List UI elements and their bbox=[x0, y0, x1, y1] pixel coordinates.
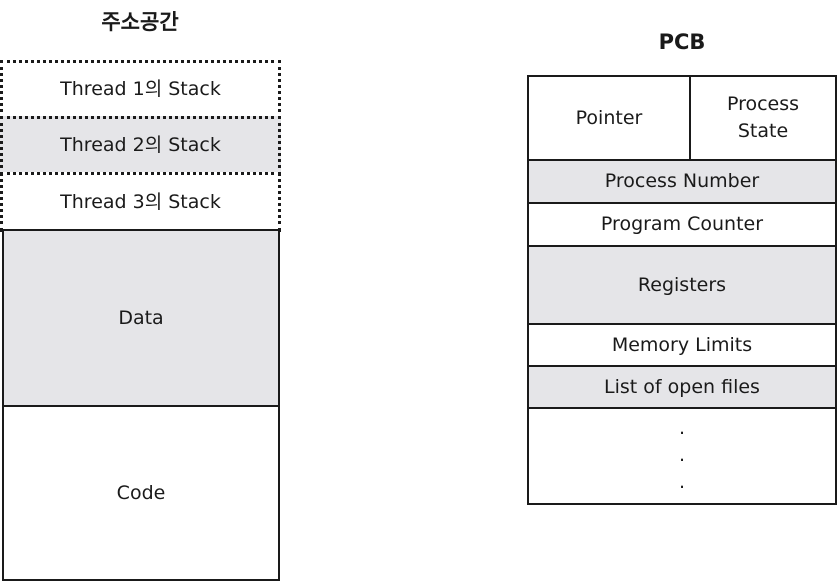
thread3-stack-block: Thread 3의 Stack bbox=[0, 172, 281, 232]
pcb-ellipsis-row bbox=[527, 407, 837, 505]
ellipsis-dot: . bbox=[678, 470, 686, 493]
code-segment-block: Code bbox=[2, 405, 280, 581]
address-space-title: 주소공간 bbox=[101, 10, 179, 34]
ellipsis-dot: . bbox=[678, 416, 686, 439]
pcb-memory-limits-label: Memory Limits bbox=[611, 333, 753, 356]
pcb-program-counter-label: Program Counter bbox=[600, 213, 764, 236]
pcb-pointer-cell: Pointer bbox=[527, 75, 691, 161]
data-segment-block: Data bbox=[2, 229, 280, 407]
pcb-registers-label: Registers bbox=[637, 273, 727, 296]
pcb-ellipsis: . . . bbox=[528, 407, 836, 503]
pcb-program-counter-row: Program Counter bbox=[527, 202, 837, 247]
thread1-stack-label: Thread 1의 Stack bbox=[60, 78, 221, 101]
pcb-process-state-line2: State bbox=[737, 120, 789, 142]
thread3-stack-label: Thread 3의 Stack bbox=[60, 190, 221, 213]
thread2-stack-label: Thread 2의 Stack bbox=[60, 134, 221, 157]
pcb-process-state-cell: Process State bbox=[689, 75, 837, 161]
thread2-stack-block: Thread 2의 Stack bbox=[0, 116, 281, 175]
pcb-process-state-line1: Process bbox=[726, 93, 800, 116]
pcb-memory-limits-row: Memory Limits bbox=[527, 323, 837, 367]
pcb-process-number-label: Process Number bbox=[604, 170, 760, 193]
thread1-stack-block: Thread 1의 Stack bbox=[0, 60, 281, 119]
pcb-open-files-label: List of open files bbox=[604, 375, 760, 398]
pcb-open-files-row: List of open files bbox=[527, 365, 837, 409]
pcb-process-number-row: Process Number bbox=[527, 159, 837, 204]
pcb-registers-row: Registers bbox=[527, 245, 837, 325]
pcb-title: PCB bbox=[658, 30, 706, 54]
ellipsis-dot: . bbox=[678, 443, 686, 466]
code-segment-label: Code bbox=[116, 481, 166, 504]
pcb-pointer-label: Pointer bbox=[575, 106, 643, 129]
data-segment-label: Data bbox=[118, 306, 164, 329]
